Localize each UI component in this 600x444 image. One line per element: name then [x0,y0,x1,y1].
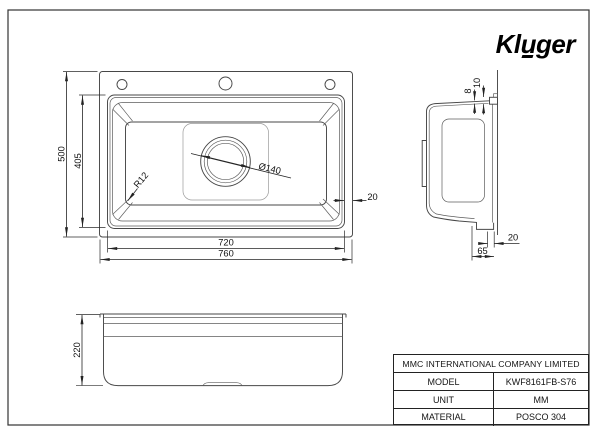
dim-rim-thickness-label: 8 [463,88,473,93]
flange-lip [489,96,498,105]
drain-hole [200,136,251,187]
faucet-hole-center [218,76,233,91]
unit-label: UNIT [394,391,494,408]
material-label: MATERIAL [394,409,494,426]
dim-drain-offset-label: 65 [477,246,487,256]
dim-lip-offset-label: 20 [508,233,518,243]
faucet-hole-left [116,79,128,90]
drain-recess [182,123,269,201]
front-view-dimensions: 220 [72,314,103,387]
top-view-geometry [99,71,353,238]
title-block: MMC INTERNATIONAL COMPANY LIMITED MODEL … [393,354,589,426]
sheet-border [7,9,590,426]
dim-inner-width-label: 720 [218,238,234,248]
front-view-geometry [99,313,347,387]
dim-inner-height-label: 405 [73,153,83,169]
brand-logo-suffix: ger [536,29,575,59]
dim-outer-width-label: 760 [218,249,234,259]
side-view-geometry [421,70,498,235]
model-label: MODEL [394,373,494,390]
faucet-hole-right [324,79,336,90]
brand-logo: Kluger [495,29,576,59]
brand-logo-prefix: Kl [495,29,522,59]
dim-corner-radius-label: R12 [132,170,151,189]
dim-drain-diameter-label: Ø140 [257,161,281,176]
dim-depth-label: 220 [72,342,82,358]
side-drain-bump [421,140,427,187]
brand-logo-accent-letter: u [520,29,537,59]
table-row-unit: UNIT MM [394,391,588,409]
front-drain-trace [202,382,243,386]
model-value: KWF8161FB-S76 [505,376,577,387]
material-value: POSCO 304 [515,412,567,423]
company-name: MMC INTERNATIONAL COMPANY LIMITED [394,355,588,373]
dim-flange-height-label: 10 [472,78,482,88]
table-row-model: MODEL KWF8161FB-S76 [394,373,588,391]
table-row-material: MATERIAL POSCO 304 [394,409,588,426]
unit-value: MM [533,394,549,405]
dim-rim-offset-label: 20 [367,192,377,202]
side-view-dimensions: 8 10 20 65 [463,78,520,261]
top-view-dimensions: 500 405 720 760 20 Ø140 R12 [57,71,378,264]
dim-outer-height-label: 500 [57,146,67,162]
